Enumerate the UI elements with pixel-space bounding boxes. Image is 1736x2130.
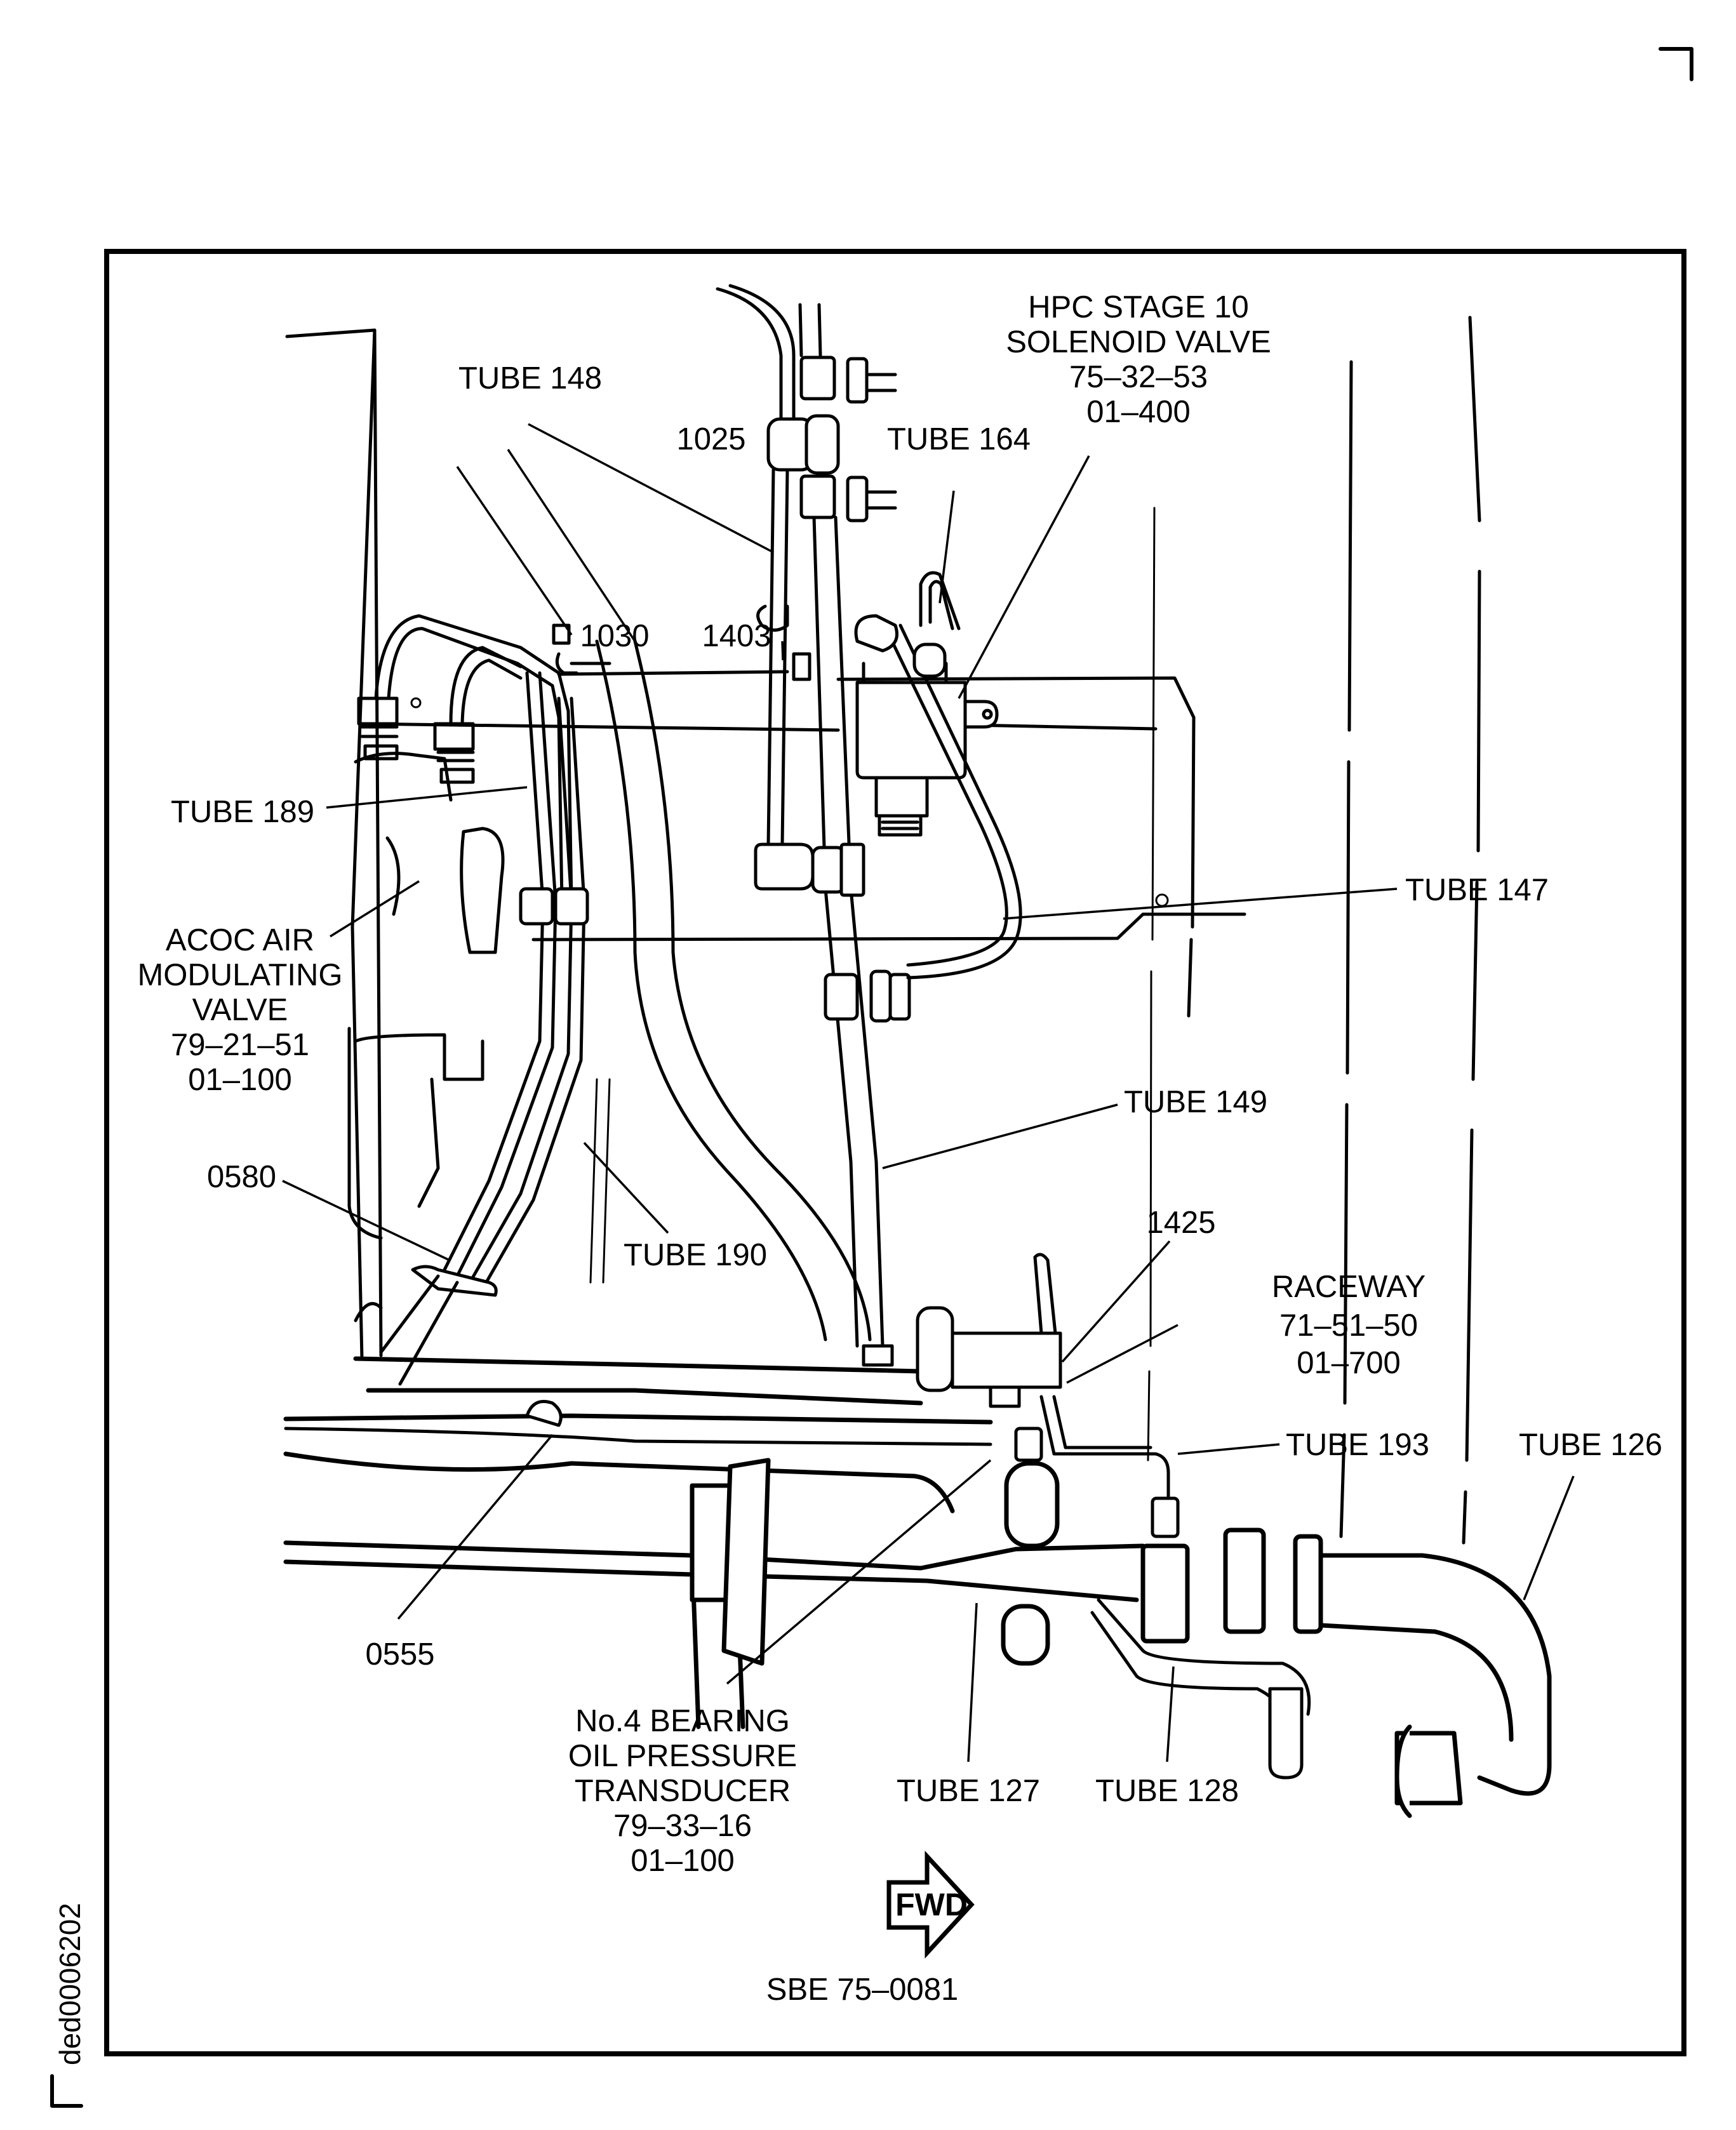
- callout-tube-149: TUBE 149: [1124, 1085, 1267, 1119]
- sbe-reference: SBE 75–0081: [766, 1973, 958, 2007]
- callout-tube-128: TUBE 128: [1095, 1774, 1239, 1808]
- label-line: 79–33–16: [613, 1809, 752, 1843]
- callout-tube-127: TUBE 127: [897, 1774, 1040, 1808]
- label-line: 71–51–50: [1279, 1308, 1418, 1343]
- callout-tube-193: TUBE 193: [1286, 1428, 1429, 1462]
- label-line: RACEWAY: [1272, 1270, 1426, 1304]
- label-line: OIL PRESSURE: [568, 1739, 797, 1773]
- label-line: 79–21–51: [171, 1028, 309, 1062]
- label-line: TRANSDUCER: [575, 1774, 791, 1808]
- oil-tube-main: [283, 1395, 1323, 1729]
- callout-0580: 0580: [207, 1160, 276, 1194]
- label-line: VALVE: [192, 993, 288, 1027]
- callout-tube-190: TUBE 190: [624, 1238, 767, 1272]
- hpc-tube-column: [716, 284, 911, 1348]
- acoc-air-modulating-valve: [347, 614, 611, 1240]
- label-line: 01–400: [1086, 395, 1191, 429]
- label-line: 75–32–53: [1069, 360, 1208, 394]
- fwd-label: FWD: [895, 1887, 968, 1922]
- callout-tube-148: TUBE 148: [458, 361, 602, 396]
- callout-1403: 1403: [702, 619, 771, 653]
- callout-raceway: RACEWAY 71–51–50 01–700: [1272, 1270, 1426, 1380]
- callout-acoc-air-modulating-valve: ACOC AIR MODULATING VALVE 79–21–51 01–10…: [137, 923, 342, 1097]
- hpc-solenoid-valve: [854, 571, 1022, 980]
- label-line: 01–100: [188, 1063, 292, 1097]
- callout-hpc-solenoid-valve: HPC STAGE 10 SOLENOID VALVE 75–32–53 01–…: [1006, 290, 1271, 429]
- label-line: HPC STAGE 10: [1028, 290, 1249, 324]
- callout-oil-pressure-transducer: No.4 BEARING OIL PRESSURE TRANSDUCER 79–…: [568, 1704, 797, 1878]
- label-line: No.4 BEARING: [575, 1704, 790, 1738]
- callout-tube-189: TUBE 189: [171, 795, 314, 829]
- leader-lines: [282, 423, 1575, 1762]
- label-line: 01–700: [1297, 1346, 1401, 1380]
- callout-1030: 1030: [580, 619, 649, 653]
- label-line: ACOC AIR: [166, 923, 314, 957]
- forward-direction-arrow: FWD: [886, 1851, 975, 1959]
- corner-mark-bottom-left: [50, 2074, 83, 2108]
- figure-id: ded0006202: [53, 1903, 86, 2065]
- callout-tube-164: TUBE 164: [887, 422, 1031, 456]
- raceway-assembly: [283, 1253, 1062, 1514]
- label-line: SOLENOID VALVE: [1006, 325, 1271, 359]
- tube-126: [1318, 1553, 1552, 1818]
- callout-0555: 0555: [365, 1637, 434, 1672]
- large-curved-tube: [595, 639, 872, 1341]
- callout-1025: 1025: [676, 422, 745, 456]
- figure-frame: [104, 249, 1686, 2056]
- callout-1425: 1425: [1146, 1206, 1215, 1240]
- corner-mark-top-right: [1659, 47, 1693, 81]
- tube-128: [1090, 1598, 1311, 1780]
- label-line: MODULATING: [137, 958, 342, 992]
- tube-190-bundle: [443, 671, 611, 1291]
- callout-tube-147: TUBE 147: [1405, 873, 1549, 907]
- callout-tube-126: TUBE 126: [1519, 1428, 1662, 1462]
- label-line: 01–100: [631, 1844, 735, 1878]
